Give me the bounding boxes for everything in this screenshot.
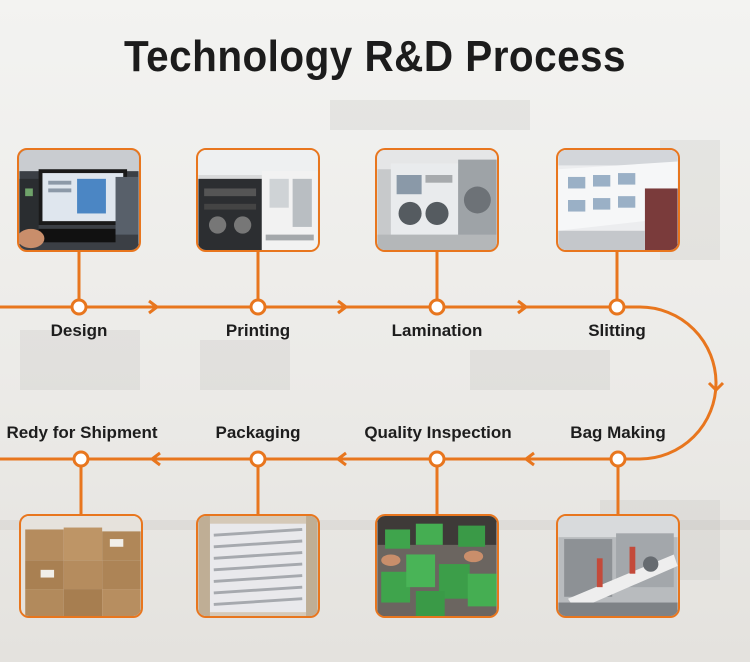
step-node-printing (249, 298, 267, 316)
step-node-shipment (72, 450, 90, 468)
step-label-printing: Printing (225, 321, 291, 340)
step-node-packaging (249, 450, 267, 468)
step-node-design (70, 298, 88, 316)
packaged-bags-photo (196, 514, 320, 618)
slitting-film-photo (556, 148, 680, 252)
green-bags-inspection-photo (375, 514, 499, 618)
step-node-bag-making (609, 450, 627, 468)
lamination-machine-photo (375, 148, 499, 252)
step-label-lamination: Lamination (391, 321, 483, 340)
step-node-lamination (428, 298, 446, 316)
computer-design-photo (17, 148, 141, 252)
step-label-design: Design (50, 321, 108, 340)
step-label-bag-making: Bag Making (570, 423, 666, 442)
arrow-right-icon (148, 299, 529, 315)
step-node-quality (428, 450, 446, 468)
printing-machine-photo (196, 148, 320, 252)
arrow-left-icon (149, 451, 535, 467)
step-label-packaging: Packaging (215, 423, 301, 442)
cardboard-boxes-photo (19, 514, 143, 618)
step-node-slitting (608, 298, 626, 316)
bag-making-machine-photo (556, 514, 680, 618)
page-title: Technology R&D Process (123, 32, 626, 81)
arrow-down-icon (707, 381, 725, 393)
step-label-shipment: Redy for Shipment (6, 423, 158, 442)
step-label-quality-inspection: Quality Inspection (364, 423, 512, 442)
step-label-slitting: Slitting (588, 321, 646, 340)
